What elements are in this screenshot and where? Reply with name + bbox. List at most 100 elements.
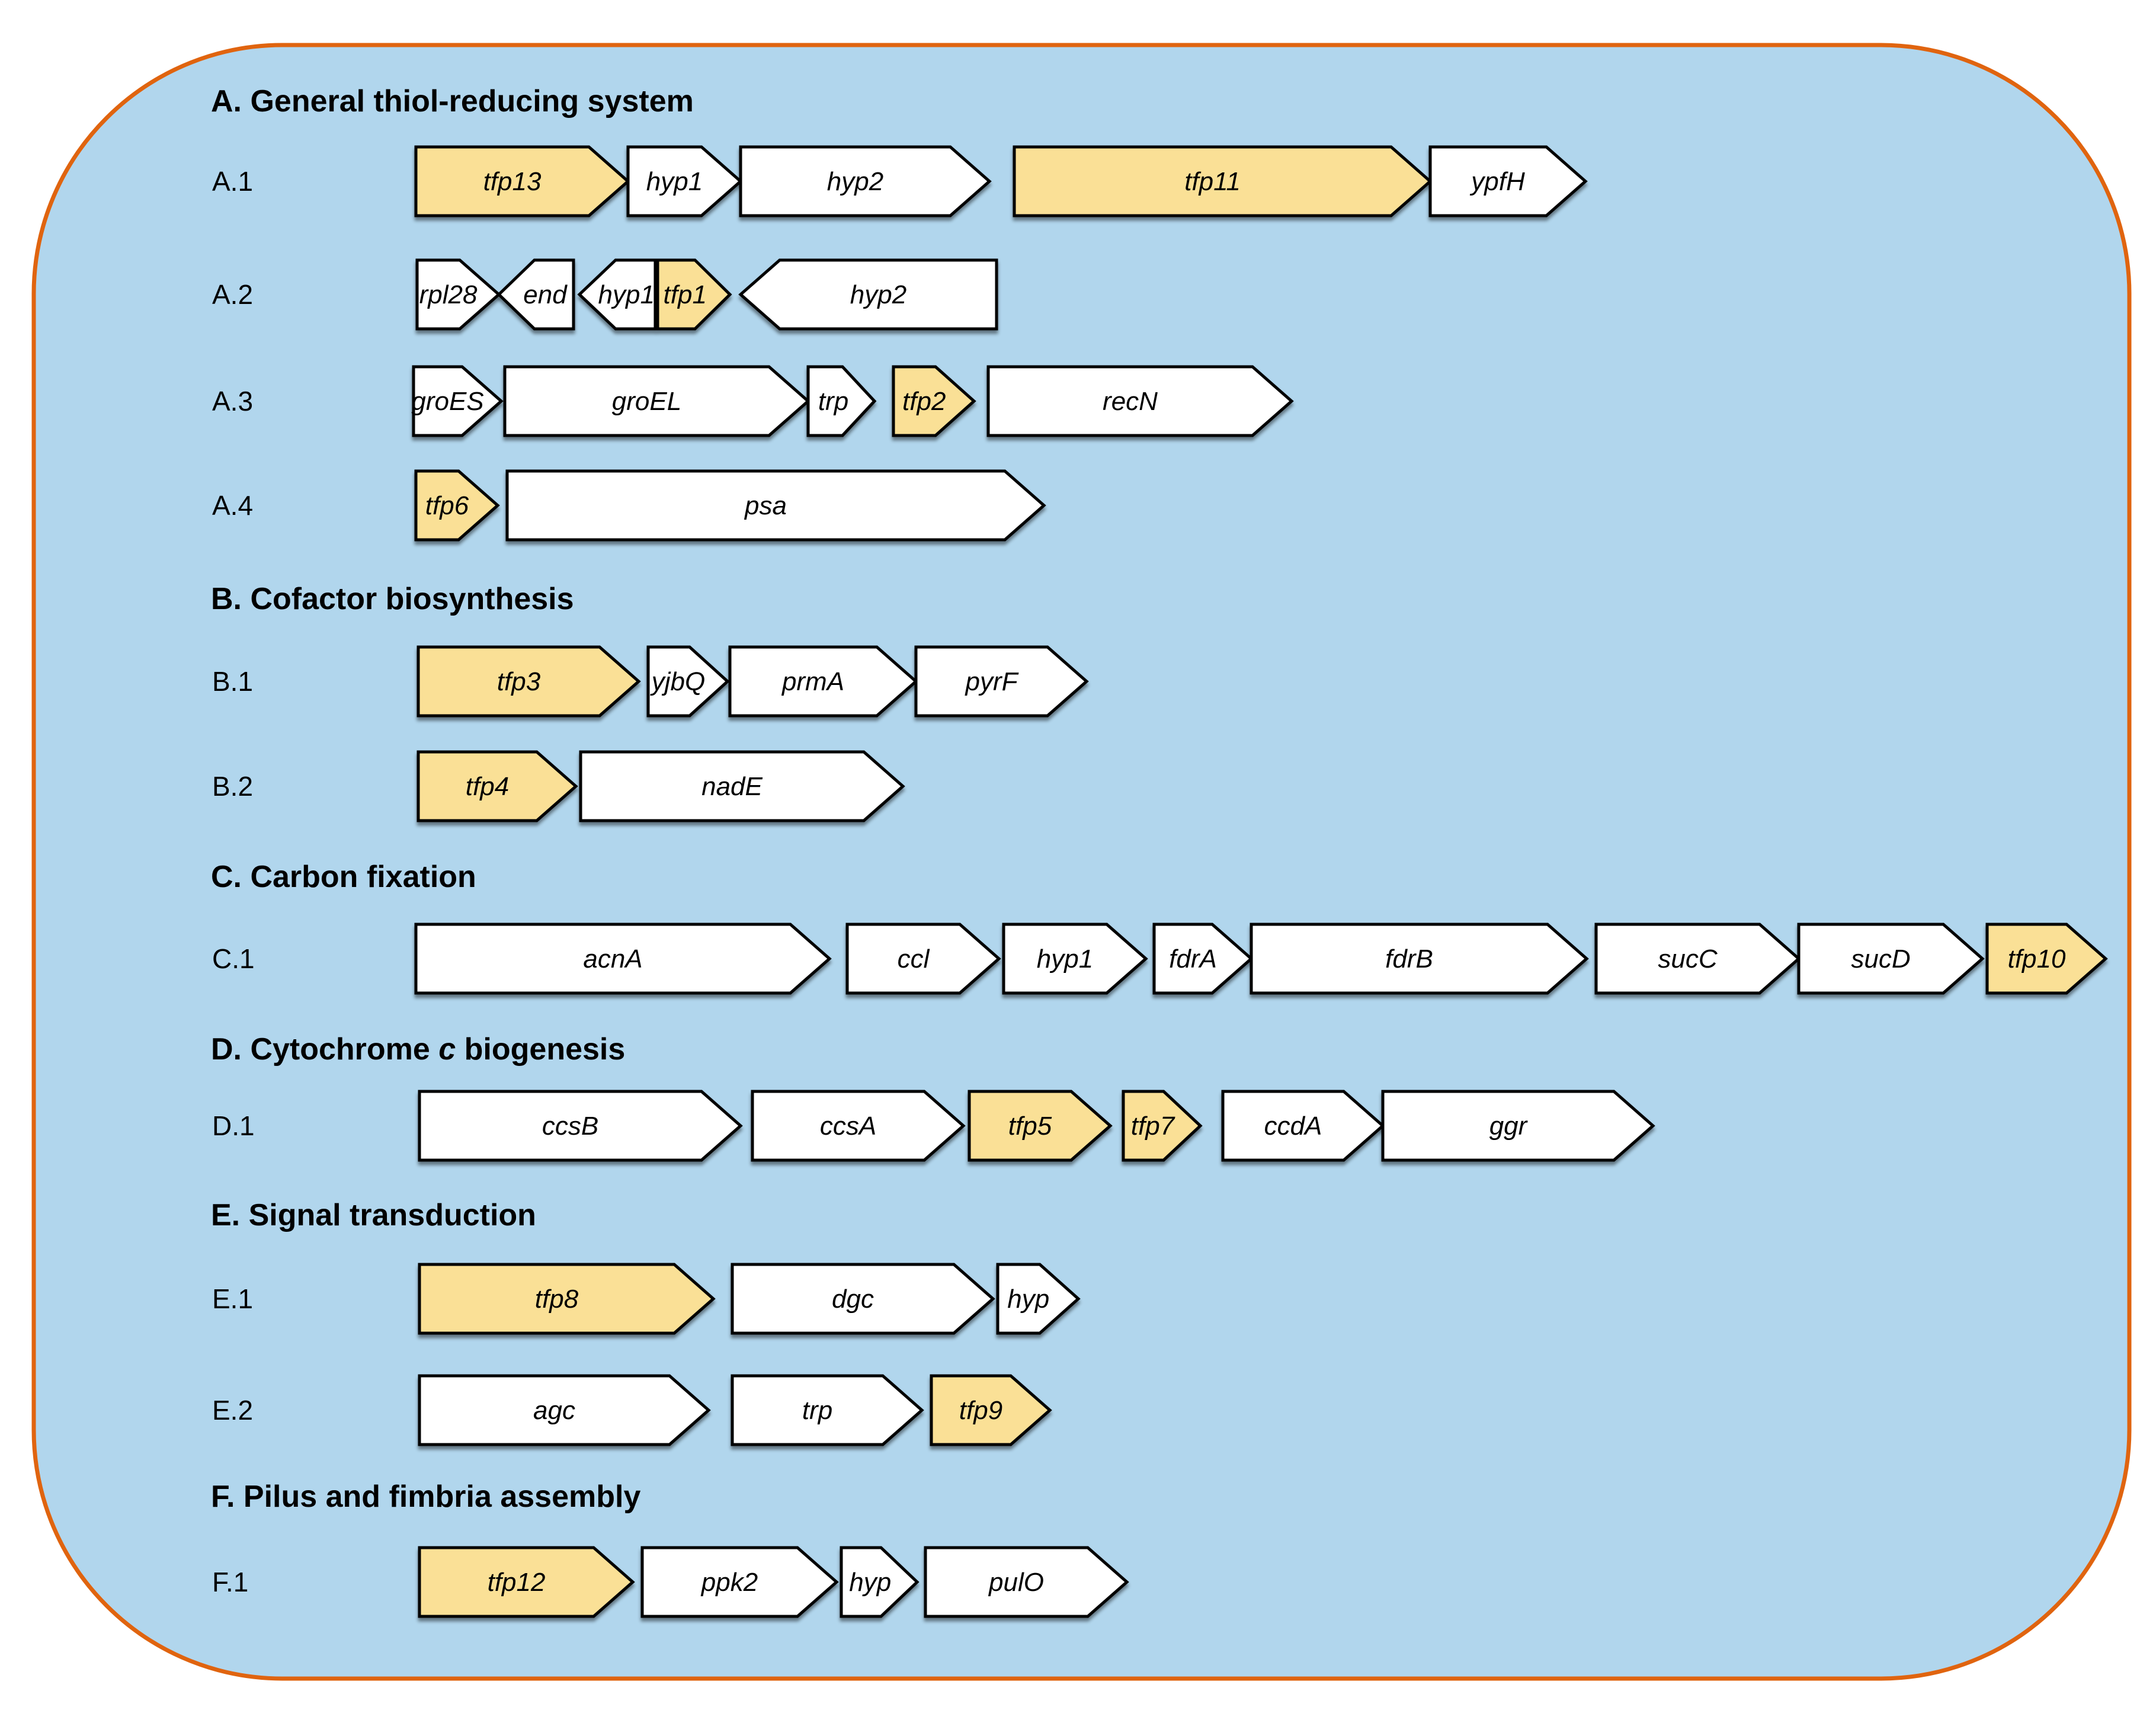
gene-d1-ggr: ggr — [1381, 1090, 1655, 1162]
gene-label-tfp2: tfp2 — [902, 387, 946, 416]
gene-a3-groes: groES — [411, 365, 504, 437]
gene-f1-ppk2: ppk2 — [640, 1546, 839, 1618]
gene-label-tfp12: tfp12 — [488, 1568, 546, 1597]
gene-arrow-tfp9 — [930, 1374, 1052, 1446]
row-label-c1: C.1 — [212, 943, 255, 974]
gene-label-prma: prmA — [781, 667, 844, 696]
gene-arrow-fdra — [1152, 923, 1254, 995]
gene-a2-tfp1: tfp1 — [656, 258, 732, 331]
gene-label-hyp: hyp — [849, 1568, 891, 1597]
row-label-a4: A.4 — [212, 490, 253, 521]
gene-e1-dgc: dgc — [731, 1263, 995, 1335]
gene-label-ccsb: ccsB — [542, 1112, 598, 1141]
gene-label-agc: agc — [533, 1396, 575, 1425]
gene-arrow-tfp11 — [1013, 145, 1433, 217]
gene-arrow-tfp1 — [656, 258, 732, 331]
gene-label-tfp7: tfp7 — [1131, 1112, 1175, 1141]
gene-d1-ccsa: ccsA — [751, 1090, 966, 1162]
gene-label-psa: psa — [744, 491, 787, 520]
gene-label-nade: nadE — [701, 772, 763, 801]
gene-label-groel: groEL — [612, 387, 681, 416]
row-label-d1: D.1 — [212, 1110, 255, 1141]
gene-e2-trp: trp — [731, 1374, 924, 1446]
row-label-e2: E.2 — [212, 1395, 253, 1426]
gene-arrow-tfp6 — [414, 469, 500, 542]
gene-arrow-groes — [412, 365, 504, 437]
gene-arrow-tfp12 — [418, 1546, 635, 1618]
gene-arrow-hyp2 — [738, 258, 998, 331]
gene-a1-ypfh: ypfH — [1428, 145, 1588, 217]
gene-label-hyp: hyp — [1007, 1285, 1049, 1314]
gene-f1-pulo: pulO — [924, 1546, 1129, 1618]
gene-a1-tfp11: tfp11 — [1013, 145, 1433, 217]
gene-a1-hyp2: hyp2 — [739, 145, 992, 217]
gene-b1-tfp3: tfp3 — [417, 645, 641, 718]
heading-segment: E. Signal transduction — [211, 1198, 536, 1232]
gene-b2-nade: nadE — [579, 750, 905, 822]
gene-c1-tfp10: tfp10 — [1985, 923, 2108, 995]
gene-label-yjbq: yjbQ — [650, 667, 705, 696]
gene-arrow-hyp1 — [1002, 923, 1148, 995]
gene-a3-trp: trp — [806, 365, 877, 437]
gene-label-ggr: ggr — [1489, 1112, 1529, 1141]
gene-label-fdra: fdrA — [1169, 944, 1217, 974]
gene-label-dgc: dgc — [832, 1285, 874, 1314]
section-heading-b: B. Cofactor biosynthesis — [211, 582, 574, 616]
gene-arrow-ccsa — [751, 1090, 966, 1162]
gene-arrow-succ — [1594, 923, 1801, 995]
gene-a1-hyp1: hyp1 — [626, 145, 743, 217]
gene-c1-fdrb: fdrB — [1250, 923, 1589, 995]
gene-arrow-trp — [806, 365, 877, 437]
gene-arrow-yjbq — [646, 645, 730, 718]
row-f1: F.1 tfp12 ppk2 hyp pulO — [212, 1546, 1129, 1618]
gene-label-trp: trp — [802, 1396, 832, 1425]
heading-segment: F. Pilus and fimbria assembly — [211, 1480, 640, 1514]
gene-label-ccsa: ccsA — [820, 1112, 876, 1141]
row-label-a3: A.3 — [212, 386, 253, 417]
heading-segment: c — [438, 1032, 456, 1067]
gene-arrow-tfp10 — [1985, 923, 2108, 995]
row-label-f1: F.1 — [212, 1567, 248, 1597]
gene-label-ccl: ccl — [898, 944, 930, 974]
gene-arrow-fdrb — [1250, 923, 1589, 995]
gene-arrow-prma — [728, 645, 918, 718]
heading-segment: biogenesis — [456, 1032, 625, 1067]
gene-a2-hyp1: hyp1 — [577, 258, 657, 331]
gene-a3-tfp2: tfp2 — [892, 365, 976, 437]
heading-segment: A. General thiol-reducing system — [211, 84, 694, 119]
gene-label-ppk2: ppk2 — [700, 1568, 758, 1597]
gene-e2-agc: agc — [418, 1374, 711, 1446]
gene-arrow-ggr — [1381, 1090, 1655, 1162]
gene-label-tfp3: tfp3 — [497, 667, 541, 696]
row-label-a2: A.2 — [212, 279, 253, 310]
gene-arrow-groel — [503, 365, 810, 437]
gene-d1-tfp7: tfp7 — [1122, 1090, 1203, 1162]
gene-arrow-hyp — [840, 1546, 920, 1618]
section-heading-d: D. Cytochrome c biogenesis — [211, 1032, 625, 1067]
gene-arrow-tfp8 — [418, 1263, 716, 1335]
section-heading-f: F. Pilus and fimbria assembly — [211, 1480, 640, 1514]
gene-arrow-dgc — [731, 1263, 995, 1335]
gene-arrow-hyp1 — [626, 145, 743, 217]
gene-label-succ: sucC — [1658, 944, 1718, 974]
row-label-b2: B.2 — [212, 771, 253, 802]
gene-label-tfp6: tfp6 — [425, 491, 469, 520]
gene-a2-hyp2: hyp2 — [738, 258, 998, 331]
gene-b1-yjbq: yjbQ — [646, 645, 730, 718]
gene-arrow-tfp4 — [417, 750, 578, 822]
gene-label-rpl28: rpl28 — [419, 280, 478, 309]
gene-arrow-trp — [731, 1374, 924, 1446]
gene-label-tfp11: tfp11 — [1184, 167, 1241, 196]
gene-arrow-tfp5 — [968, 1090, 1113, 1162]
